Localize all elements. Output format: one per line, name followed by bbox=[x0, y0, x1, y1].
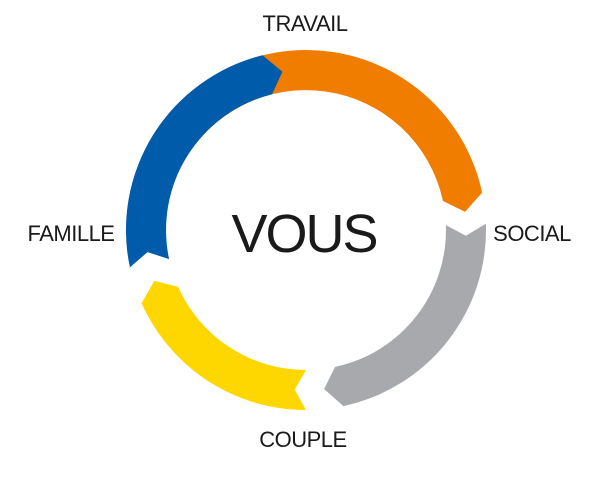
arrow-social bbox=[324, 223, 487, 407]
label-social: SOCIAL bbox=[493, 221, 571, 246]
arrow-couple bbox=[141, 280, 306, 410]
label-couple: COUPLE bbox=[259, 427, 346, 452]
center-label: VOUS bbox=[231, 204, 376, 264]
arrow-famille bbox=[125, 55, 283, 268]
label-famille: FAMILLE bbox=[28, 221, 115, 246]
label-travail: TRAVAIL bbox=[263, 11, 348, 36]
